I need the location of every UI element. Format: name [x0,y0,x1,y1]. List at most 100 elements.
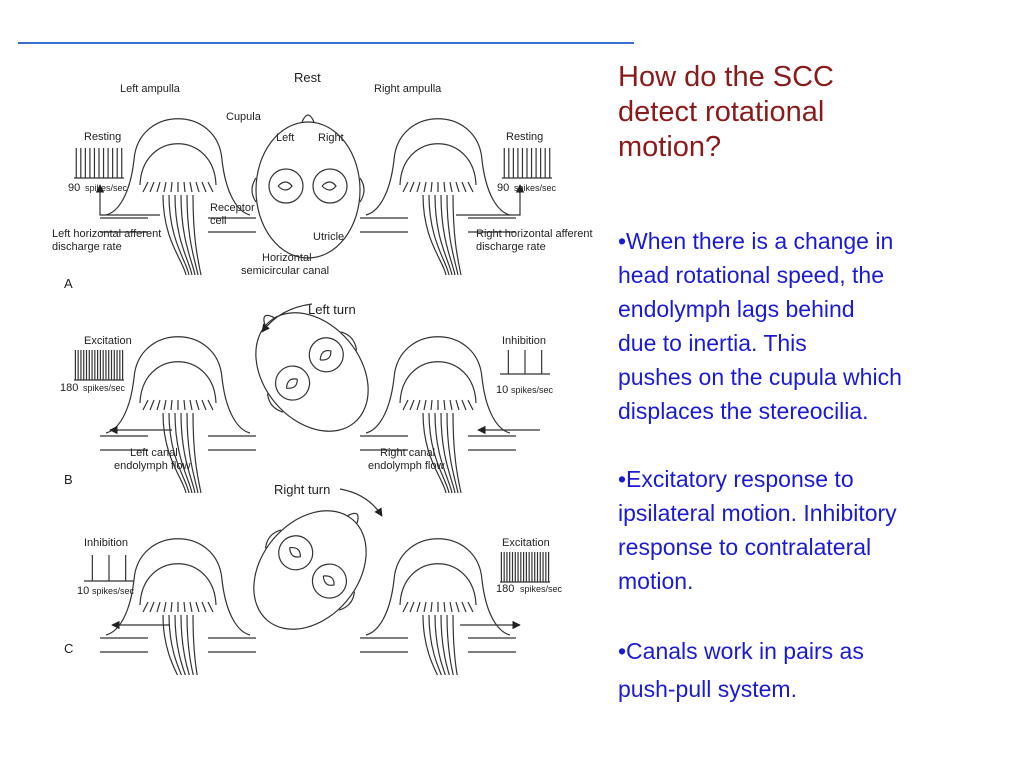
title-line: How do the SCC [618,61,834,93]
b-left-ampulla-hair [207,399,214,411]
b-right-ampulla-hair [443,399,446,411]
b-right-rate-number: 10 [496,384,508,396]
resting-left-label: Resting [84,131,121,143]
right-ampulla-label: Right ampulla [374,83,442,95]
a-left-ampulla-nerve-fiber [192,194,202,276]
b-right-ampulla-hair [449,399,453,411]
c-left-ampulla-hair [189,601,193,613]
b-head-nose [263,314,275,326]
title-divider-line [18,42,634,44]
b-left-ampulla-hair [189,399,193,411]
b-left-ampulla-wall [105,336,251,434]
b-right-ampulla-nerve-fiber [440,412,456,494]
c-right-ampulla-hair [423,601,427,613]
a-right-ampulla-nerve-fiber [452,194,462,276]
a-right-ampulla-hair [423,181,427,193]
c-left-ampulla-nerve-fiber [180,614,190,675]
c-head-right-utricle [322,575,335,586]
b-left-ampulla-cupula [139,361,217,404]
b-left-ampulla-nerve-fiber [186,412,199,494]
c-head-outline [253,510,367,630]
b-right-ampulla-cupula [399,361,477,404]
b-right-ampulla-hair [409,399,415,411]
receptor-cell-label-2: cell [210,215,227,227]
c-right-rate-unit: spikes/sec [520,584,563,594]
a-right-ampulla-nerve-fiber [422,194,447,276]
canal-label-1: Horizontal [262,252,312,264]
c-head-right-canal [311,563,348,599]
b-left-ampulla-hair [170,399,173,411]
a-head-left-utricle [277,181,293,191]
a-left-ampulla-hair [163,181,167,193]
c-left-ampulla-wall [105,538,251,636]
c-right-ampulla-hair [455,601,460,613]
b-inhibition-label: Inhibition [502,335,546,347]
title-line: detect rotational [618,96,825,128]
bullet-line: endolymph lags behind [618,296,855,322]
c-right-ampulla-hair [461,601,467,613]
b-left-ampulla-hair [156,399,161,411]
a-left-ampulla-nerve-fiber [174,194,193,276]
right-turn-label: Right turn [274,482,330,497]
a-right-ampulla-nerve-fiber [446,194,459,276]
a-head-left-canal [268,168,304,204]
a-right-ampulla-hair [402,181,409,193]
bullet-line: motion. [618,568,694,594]
a-head-right-utricle [321,181,337,191]
a-left-ampulla-hair [156,181,161,193]
b-right-ampulla-wall [365,336,511,434]
c-left-ampulla-hair [163,601,167,613]
resting-right-label: Resting [506,131,543,143]
c-left-ampulla-hair [142,601,149,613]
b-head-left-utricle [285,378,298,389]
b-head-left-canal [274,365,311,401]
a-right-ampulla-nerve-fiber [440,194,456,276]
left-ampulla-label: Left ampulla [120,83,181,95]
a-right-ampulla-hair [461,181,467,193]
receptor-cell-label-1: Receptor [210,202,255,214]
a-left-ampulla-nerve-fiber [180,194,196,276]
b-right-ampulla-hair [402,399,409,411]
c-left-ampulla-nerve-fiber [174,614,186,675]
b-right-ampulla-nerve-fiber [428,412,450,494]
b-right-ampulla-hair [461,399,467,411]
b-left-ampulla-hair [201,399,207,411]
left-afferent-label-1: Left horizontal afferent [52,228,161,240]
a-head [251,114,365,259]
bullet-line: •Excitatory response to [618,466,854,492]
panel-c-label: C [64,641,73,656]
c-right-ampulla-nerve-fiber [452,614,458,675]
rate-left-unit: spikes/sec [85,183,128,193]
c-right-ampulla-hair [402,601,409,613]
scc-rotation-figure: A Rest Left ampulla Right ampulla Cupula… [52,70,593,675]
c-inhibition-label: Inhibition [84,537,128,549]
left-turn-arrow [261,303,313,333]
c-right-ampulla-hair [443,601,446,613]
c-right-ampulla-nerve-fiber [422,614,439,675]
bullet-line: head rotational speed, the [618,262,884,288]
a-head-left-ear [251,177,257,203]
head-left-label: Left [276,132,294,144]
c-left-ampulla-hair [156,601,161,613]
right-afferent-label-1: Right horizontal afferent [476,228,593,240]
a-left-ampulla-hair [189,181,193,193]
a-left-ampulla-hair [142,181,149,193]
c-right-rate-number: 180 [496,583,514,595]
c-left-ampulla-hair [170,601,173,613]
b-left-ampulla-nerve-fiber [180,412,196,494]
bullet-line: ipsilateral motion. Inhibitory [618,500,897,526]
b-right-ampulla-hair [467,399,474,411]
a-right-afferent-arrow [456,184,525,216]
a-right-ampulla-hair [409,181,415,193]
b-left-ampulla-nerve-fiber [174,412,193,494]
a-right-ampulla-nerve-fiber [428,194,450,276]
b-left-ampulla-hair [163,399,167,411]
a-right-ampulla-hair [449,181,453,193]
b-left-ampulla-nerve-fiber [162,412,187,494]
c-right-ampulla-hair [409,601,415,613]
right-canal-flow-label-1: Right canal [380,447,435,459]
rate-left-number: 90 [68,182,80,194]
bullet-line: •Canals work in pairs as [618,638,864,664]
bullet-lag-inertia: •When there is a change in head rotation… [618,224,1024,428]
b-right-ampulla-nerve-fiber [422,412,447,494]
